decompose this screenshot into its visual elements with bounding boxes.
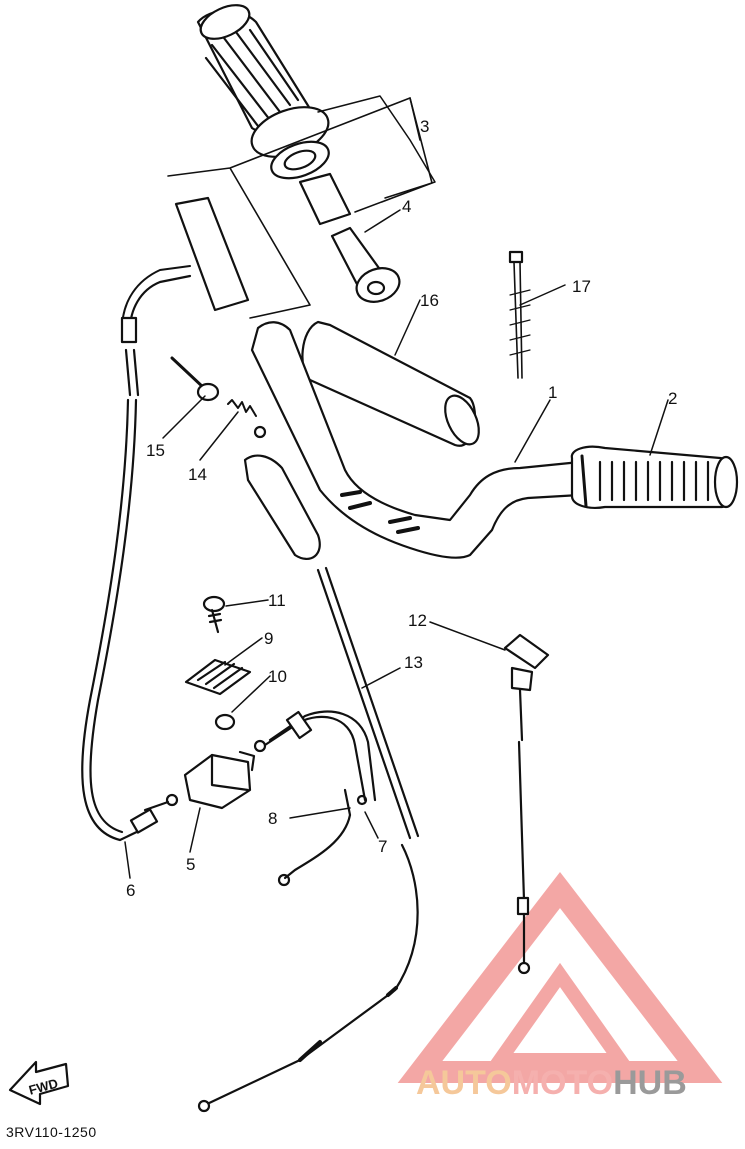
watermark-part-3: HUB [613, 1064, 687, 1102]
callout-15: 15 [146, 441, 165, 460]
callout-13: 13 [404, 653, 423, 672]
assembly-outline [167, 97, 433, 319]
callout-4: 4 [402, 197, 411, 216]
switch-part-5 [143, 750, 256, 812]
fwd-arrow-icon [8, 1060, 70, 1106]
lever-cable-part-12 [503, 633, 550, 975]
cable-part-13 [197, 454, 420, 1113]
strap-part-17 [508, 250, 531, 379]
wire-harness-part-7-8 [253, 710, 377, 887]
handlebar-pad-part-16 [301, 320, 480, 447]
callout-3: 3 [420, 117, 429, 136]
cable-part-6 [81, 265, 192, 842]
throttle-tube-part-4 [298, 172, 401, 303]
callout-6: 6 [126, 881, 135, 900]
callout-16: 16 [420, 291, 439, 310]
callout-8: 8 [268, 809, 277, 828]
nut-part-10 [214, 713, 236, 731]
leader-lines [124, 95, 669, 879]
fwd-label: FWD [27, 1076, 59, 1098]
callout-10: 10 [268, 667, 287, 686]
right-grip-part-2 [570, 445, 739, 509]
callout-7: 7 [378, 837, 387, 856]
screw-part-11 [202, 595, 226, 634]
part-code: 3RV110-1250 [6, 1124, 97, 1140]
plate-part-9 [184, 658, 252, 696]
callout-11: 11 [268, 591, 286, 610]
callout-2: 2 [668, 389, 677, 408]
callout-1: 1 [548, 383, 557, 402]
callout-5: 5 [186, 855, 195, 874]
callout-17: 17 [572, 277, 591, 296]
watermark-part-1: AUTO [416, 1064, 512, 1102]
left-grip-part-3 [196, 4, 330, 180]
callout-9: 9 [264, 629, 273, 648]
watermark-part-2: MOTO [511, 1064, 614, 1102]
callout-14: 14 [188, 465, 207, 484]
bolt-part-15 [170, 356, 220, 402]
watermark-logo-icon [397, 871, 723, 1083]
spring-part-14 [227, 399, 267, 439]
callout-12: 12 [408, 611, 427, 630]
watermark-text: AUTOMOTOHUB [416, 1064, 687, 1103]
